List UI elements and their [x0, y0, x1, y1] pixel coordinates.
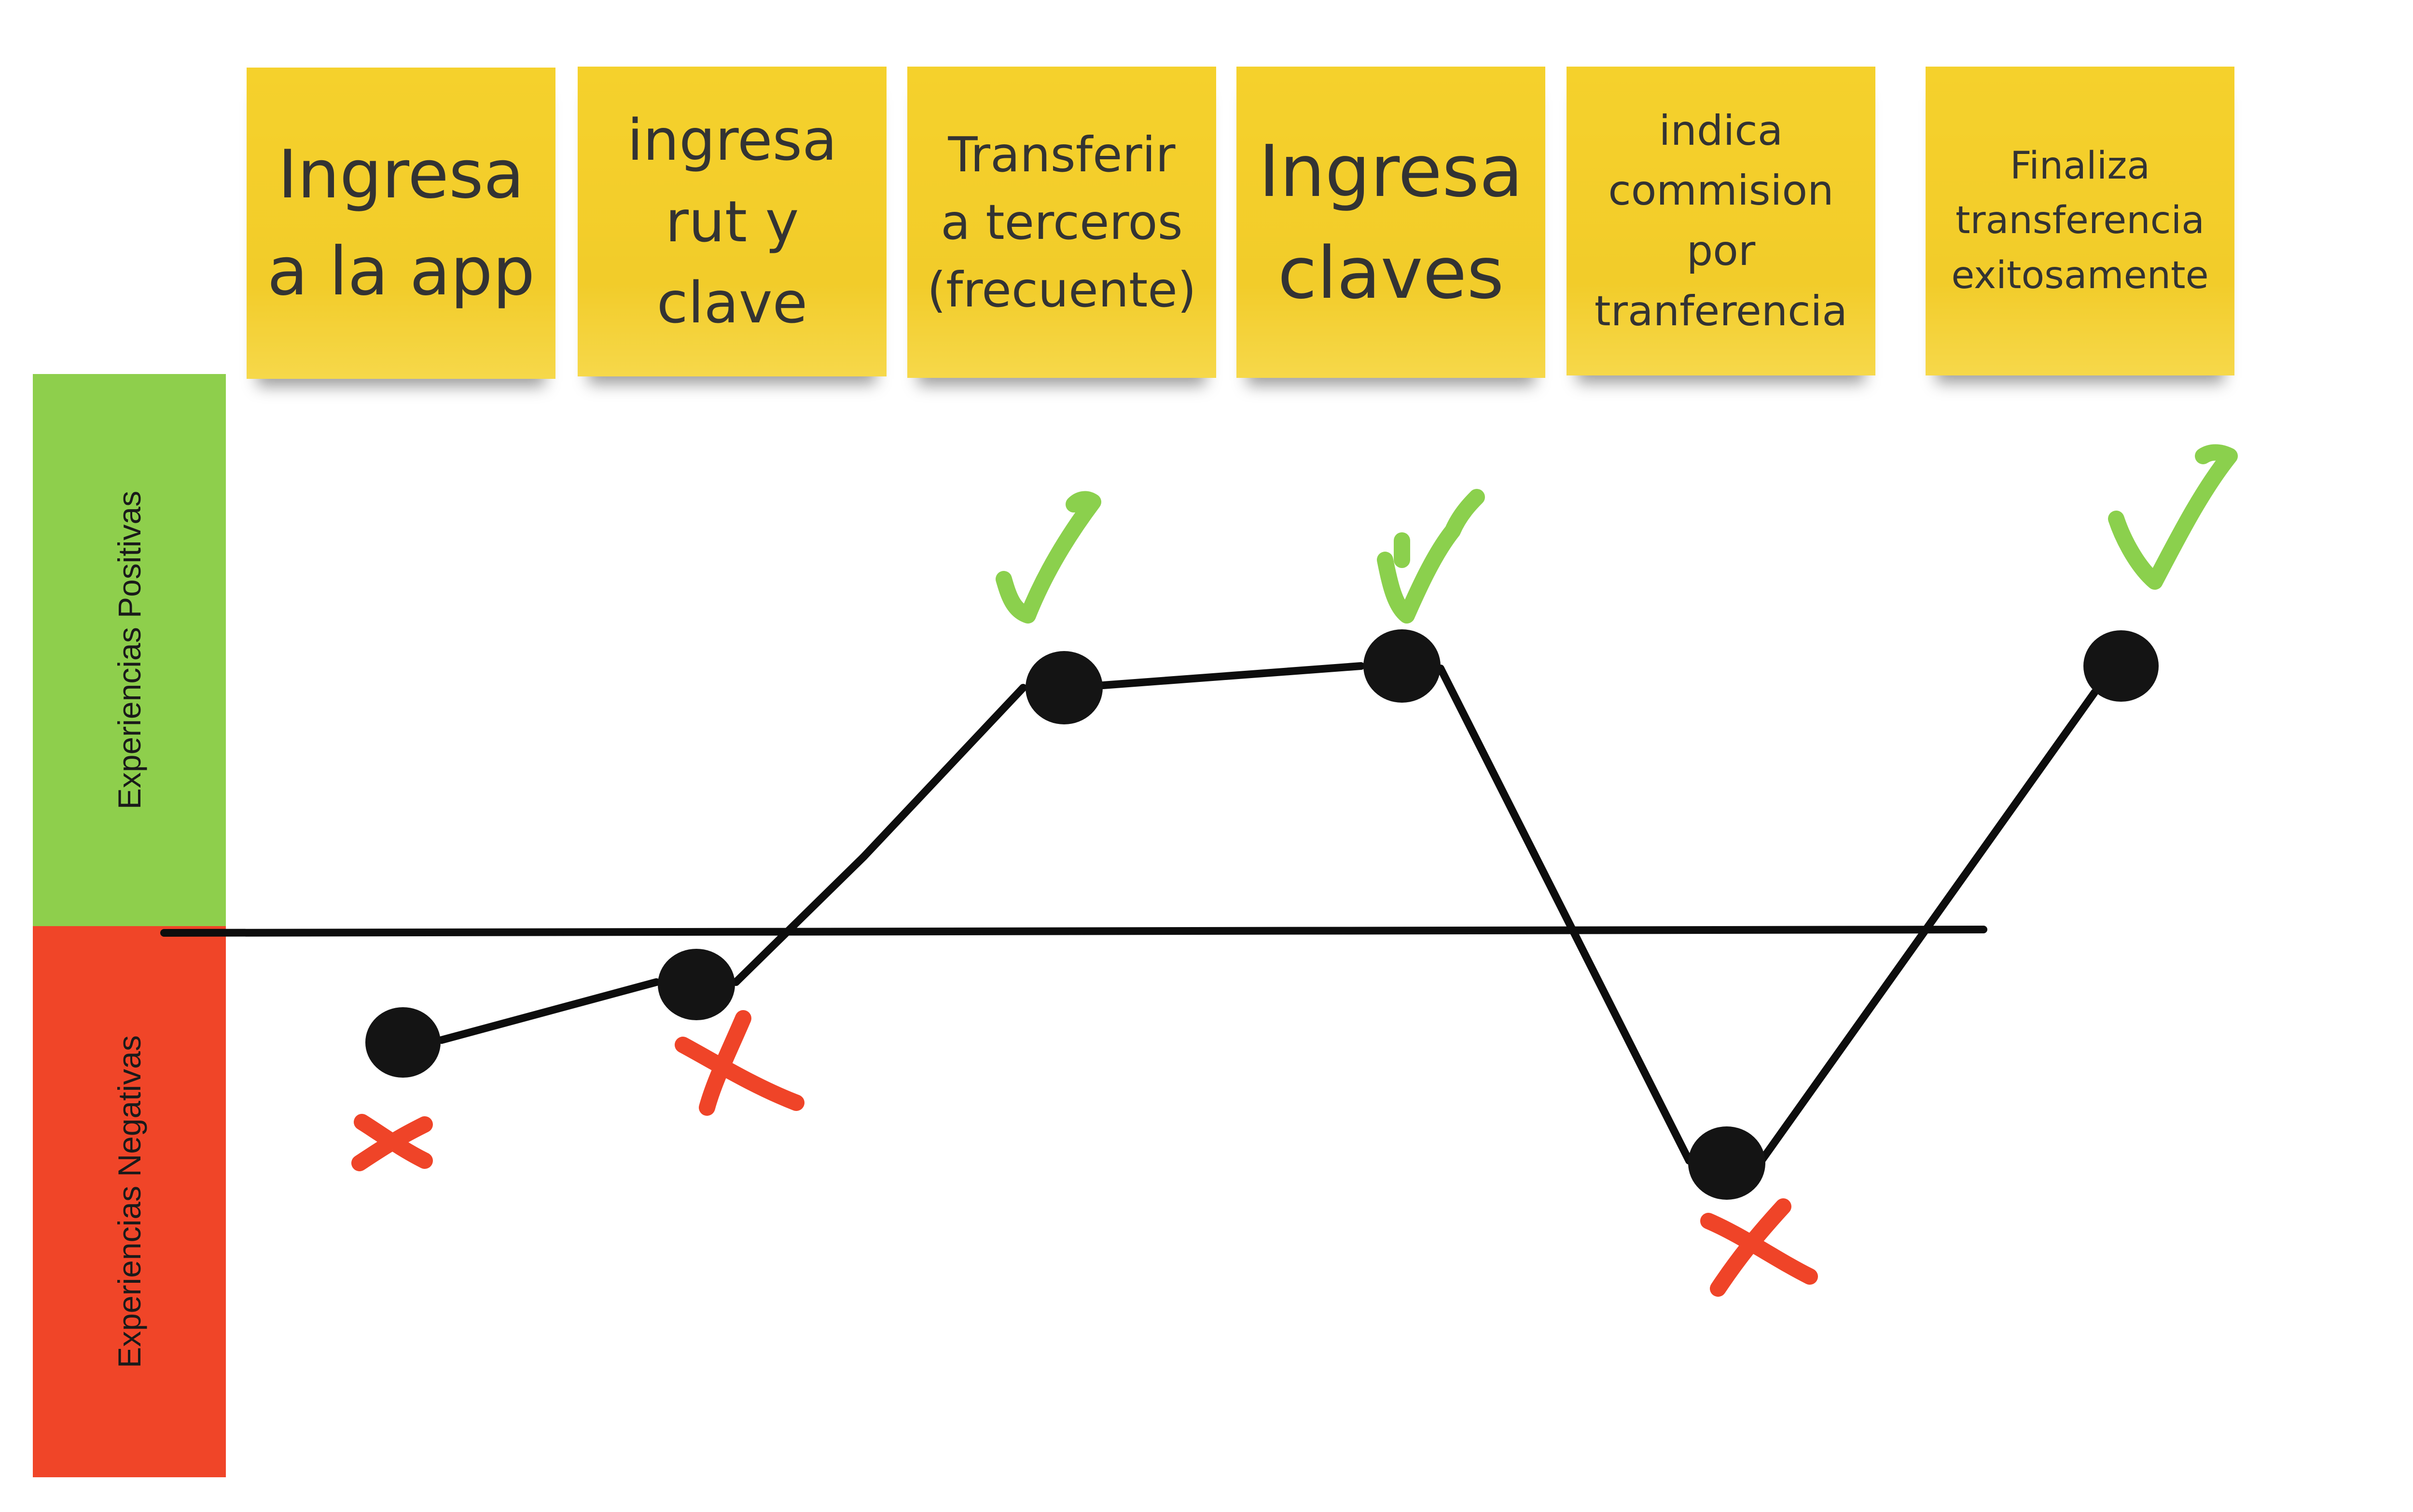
step-3-label: Transferir a terceros (frecuente)	[927, 126, 1196, 318]
step-6-label: Finaliza transferencia exitosamente	[1951, 144, 2209, 297]
step-5-label: indica commision por tranferencia	[1594, 106, 1848, 335]
cross-icon	[351, 1114, 433, 1171]
step-2-label: ingresa rut y clave	[627, 106, 837, 336]
journey-segment-5	[1758, 689, 2098, 1165]
check-icon	[2108, 444, 2238, 590]
journey-segment-3	[1099, 662, 1365, 689]
check-icon	[996, 491, 1101, 624]
sticky-note-step-3: Transferir a terceros (frecuente)	[907, 67, 1216, 378]
sticky-note-step-1: Ingresa a la app	[247, 68, 555, 379]
journey-points	[365, 629, 2159, 1200]
cross-icon	[1700, 1198, 1818, 1297]
sticky-note-step-2: ingresa rut y clave	[578, 67, 887, 376]
step-1-label: Ingresa a la app	[267, 136, 535, 310]
sticky-note-step-5: indica commision por tranferencia	[1567, 67, 1875, 375]
check-icon	[1377, 489, 1485, 624]
journey-point-3	[1026, 651, 1103, 724]
journey-point-1	[365, 1007, 441, 1078]
journey-segment-2	[732, 684, 1027, 986]
step-4-label: Ingresa claves	[1259, 130, 1523, 315]
positive-experience-band: Experiencias Positivas	[33, 374, 226, 926]
journey-line	[438, 662, 2098, 1165]
sticky-note-step-6: Finaliza transferencia exitosamente	[1926, 67, 2234, 375]
journey-point-5	[1688, 1126, 1765, 1200]
baseline	[160, 926, 1987, 937]
journey-point-6	[2083, 630, 2159, 702]
sticky-note-step-4: Ingresa claves	[1236, 67, 1545, 378]
negative-experience-band: Experiencias Negativas	[33, 926, 226, 1477]
journey-segment-1	[438, 978, 660, 1044]
positive-markers	[996, 444, 2238, 624]
journey-point-4	[1363, 629, 1441, 703]
cross-icon	[675, 1010, 804, 1116]
negative-markers	[351, 1010, 1818, 1297]
journey-point-2	[658, 949, 735, 1020]
journey-segment-4	[1437, 665, 1693, 1165]
